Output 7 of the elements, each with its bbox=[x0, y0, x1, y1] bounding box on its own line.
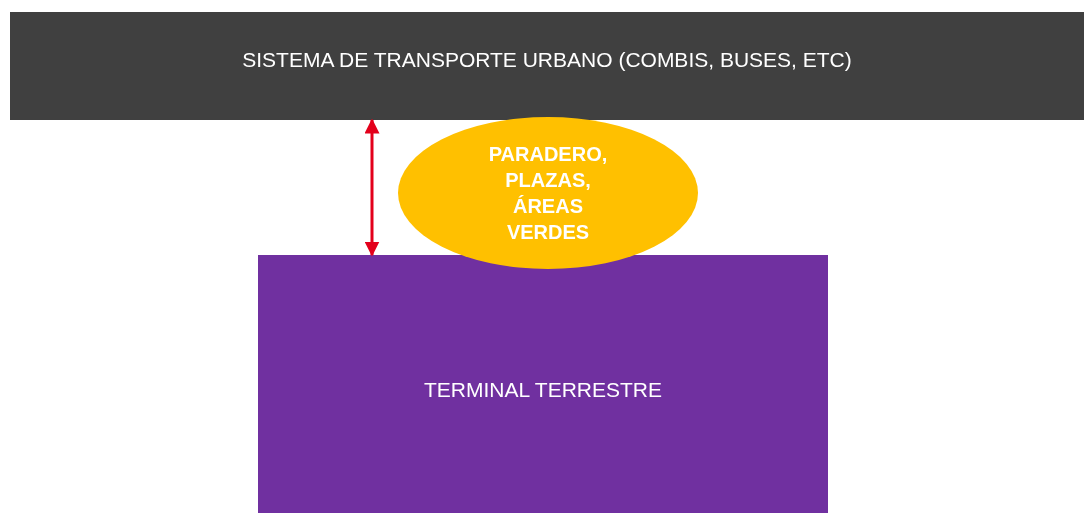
ellipse-label: PARADERO, PLAZAS, ÁREAS VERDES bbox=[487, 142, 609, 245]
banner-band bbox=[10, 12, 1084, 120]
box-label: SISTEMA DE TRANSPORTE URBANO (COMBIS, BUSES, ETC) bbox=[242, 47, 852, 73]
block-box bbox=[258, 255, 828, 513]
double-arrow bbox=[364, 118, 380, 257]
box-label: TERMINAL TERRESTRE bbox=[423, 377, 662, 403]
ellipse-shape bbox=[398, 117, 698, 269]
